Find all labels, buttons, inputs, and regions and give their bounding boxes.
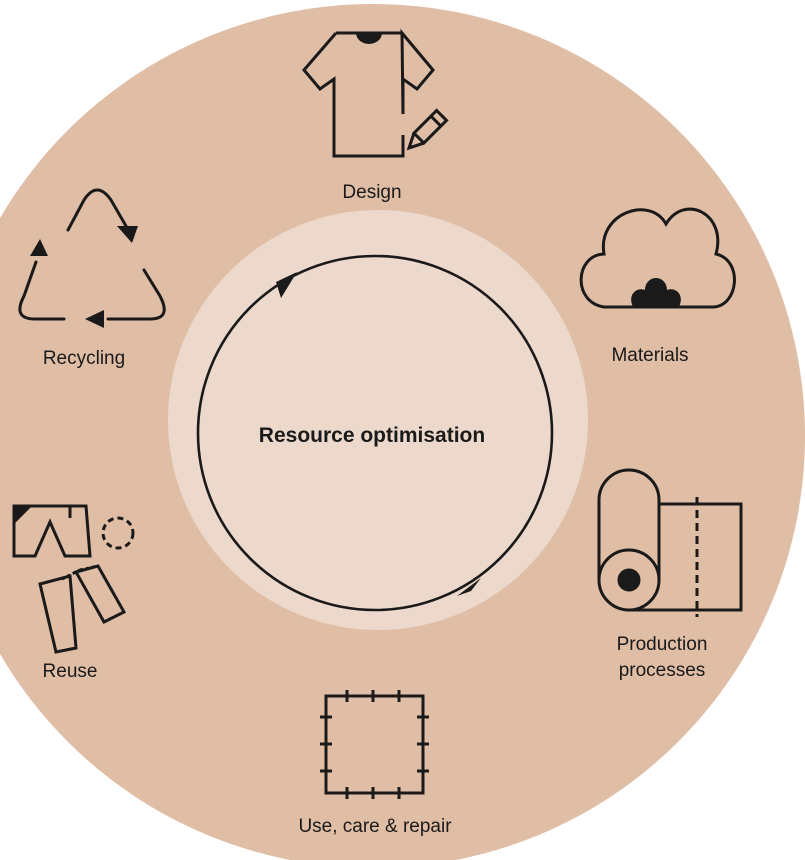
stage-label-production-line2: processes: [618, 660, 706, 681]
center-title: Resource optimisation: [258, 424, 486, 447]
stage-label-production: Production processes: [617, 632, 708, 684]
stage-label-use-care-repair: Use, care & repair: [298, 816, 452, 837]
cotton-flower-icon: [579, 207, 736, 309]
inner-disc: [168, 210, 588, 630]
tshirt-pencil-icon: [302, 28, 449, 158]
stage-label-reuse: Reuse: [42, 661, 98, 682]
stage-label-recycling: Recycling: [42, 348, 126, 369]
recycle-arrows-icon: [18, 188, 166, 328]
stage-label-production-line1: Production: [616, 634, 708, 655]
cycle-arrow-circle: [196, 254, 554, 612]
cycle-arrowhead-top-icon: [276, 272, 297, 298]
fabric-roll-icon: [597, 468, 743, 617]
stage-label-materials: Materials: [611, 345, 689, 366]
cycle-arrowhead-bottom-icon: [457, 578, 481, 596]
stage-label-design: Design: [342, 182, 402, 203]
garments-reuse-icon: [12, 504, 135, 654]
stitched-patch-icon: [320, 690, 429, 799]
